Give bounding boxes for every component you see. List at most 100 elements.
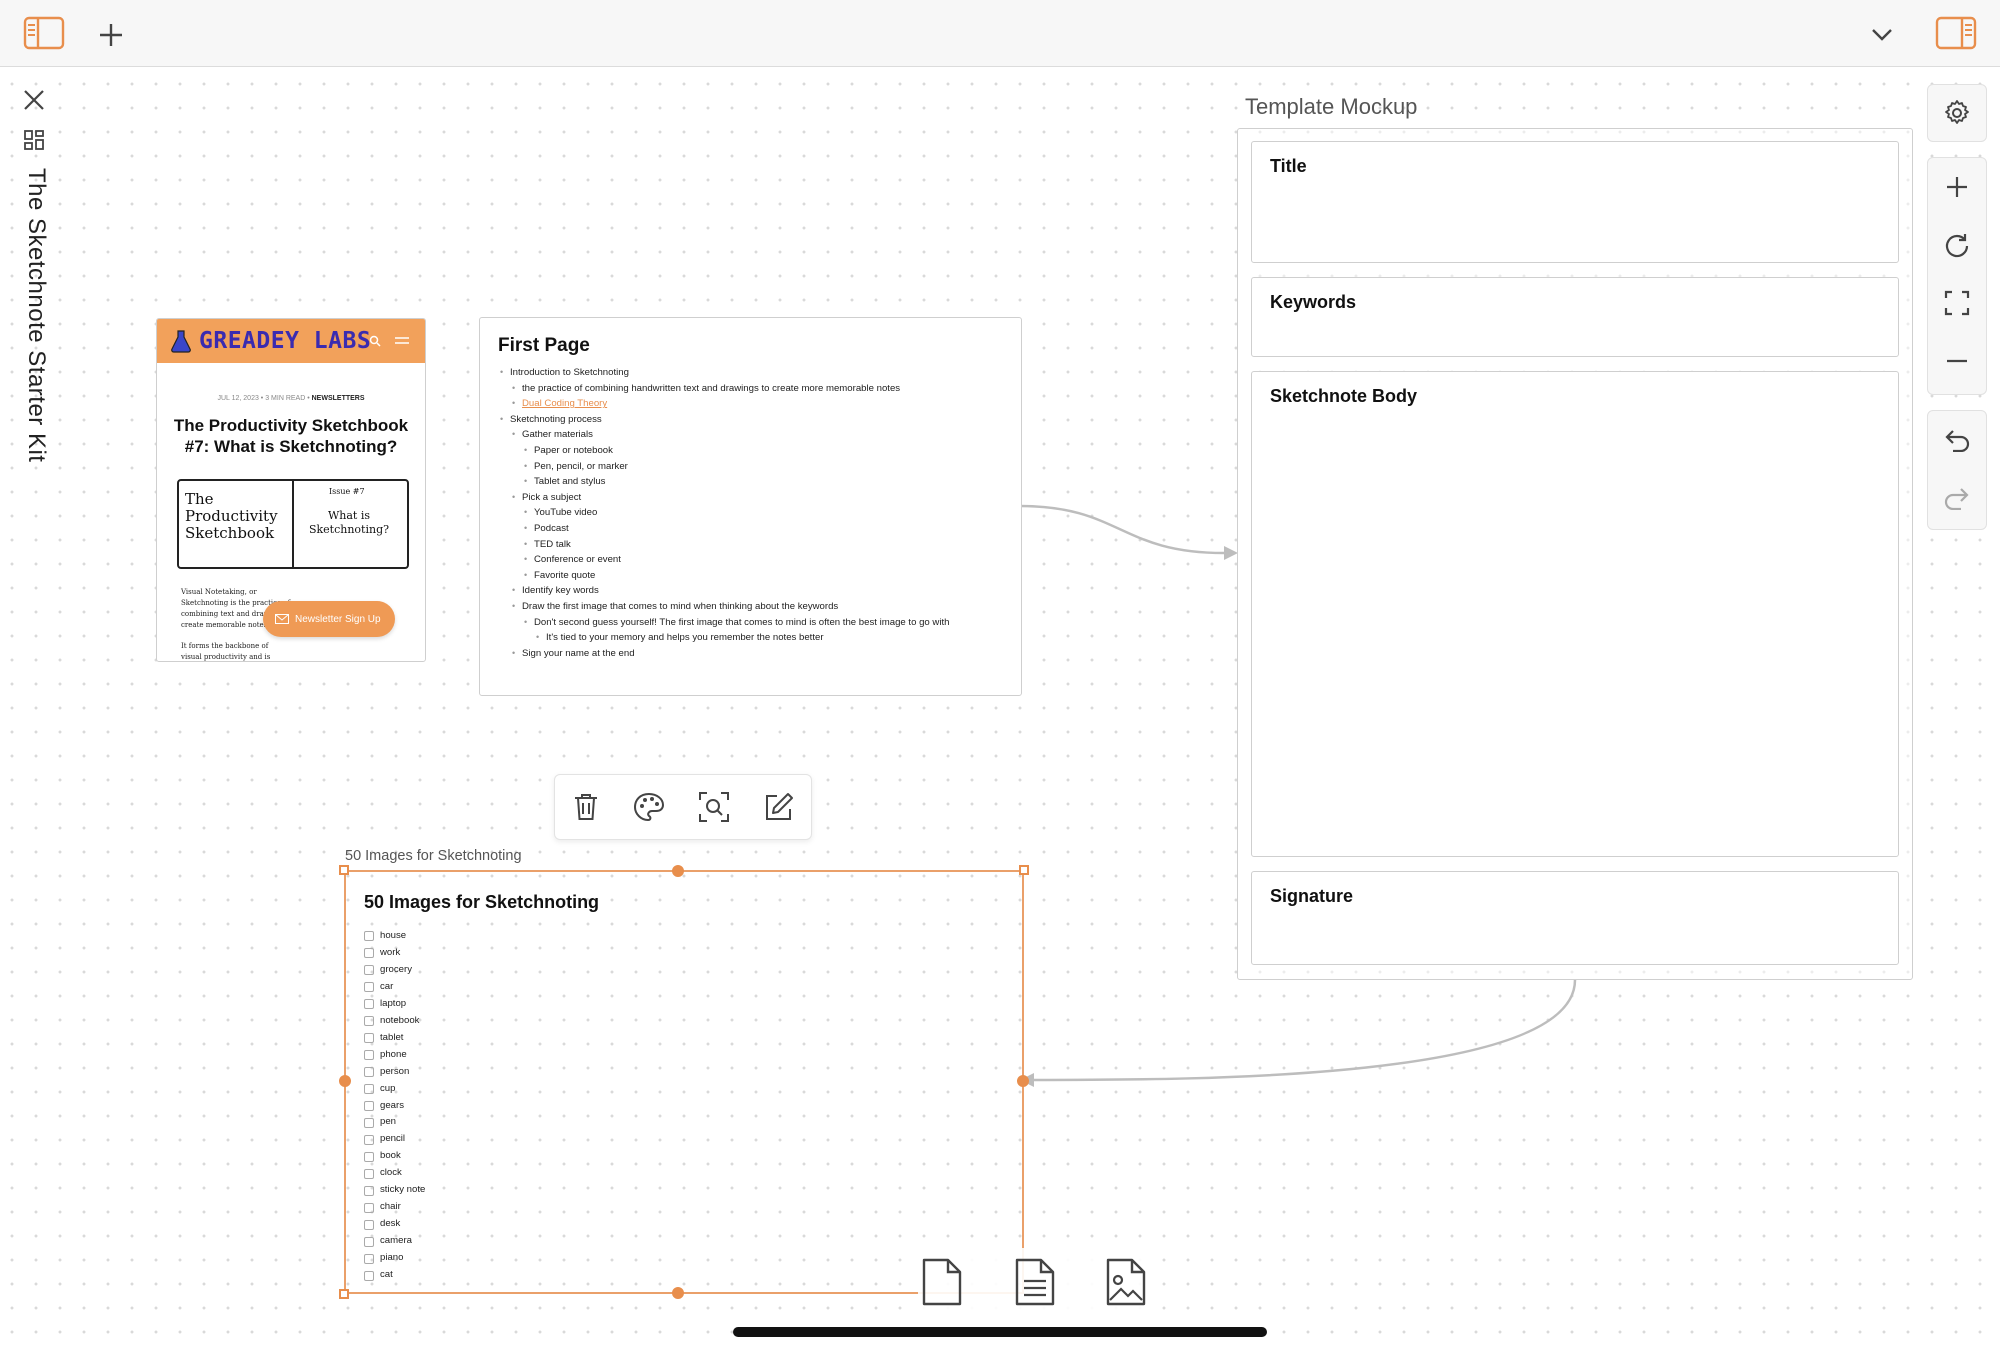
checkbox[interactable] <box>364 1050 374 1061</box>
outline-item: Dual Coding Theory <box>510 396 1021 412</box>
connect-handle-left[interactable] <box>339 1075 351 1087</box>
checkbox[interactable] <box>364 1253 374 1264</box>
checklist-item[interactable]: notebook <box>364 1013 425 1030</box>
zoom-in-button[interactable] <box>1928 158 1986 216</box>
search-icon[interactable] <box>369 335 381 347</box>
template-mockup-group[interactable]: Title Keywords Sketchnote Body Signature <box>1237 128 1913 980</box>
dual-coding-link[interactable]: Dual Coding Theory <box>522 398 608 410</box>
checkbox[interactable] <box>364 965 374 976</box>
zoom-to-selection-button[interactable] <box>698 791 730 823</box>
checkbox[interactable] <box>364 1219 374 1230</box>
zoom-panel <box>1927 157 1987 395</box>
template-body-field[interactable]: Sketchnote Body <box>1251 371 1899 857</box>
undo-button[interactable] <box>1928 411 1986 469</box>
checkbox[interactable] <box>364 1270 374 1281</box>
edge-arrowhead <box>1224 546 1238 560</box>
edit-icon <box>765 793 793 820</box>
resize-handle-top-left[interactable] <box>339 865 349 875</box>
checklist-item[interactable]: phone <box>364 1047 425 1064</box>
outline-item: Tablet and stylus <box>522 474 1021 490</box>
connect-handle-right[interactable] <box>1017 1075 1029 1087</box>
connect-handle-top[interactable] <box>672 865 684 877</box>
newsletter-signup-button[interactable]: Newsletter Sign Up <box>263 601 395 637</box>
outline-item: Identify key words <box>510 583 1021 599</box>
canvas-view-button[interactable] <box>20 126 48 154</box>
add-media-button[interactable] <box>1104 1257 1148 1312</box>
checklist-item[interactable]: book <box>364 1148 425 1165</box>
article-headline: The Productivity Sketchbook #7: What is … <box>173 416 409 456</box>
checkbox[interactable] <box>364 1202 374 1213</box>
checkbox[interactable] <box>364 982 374 993</box>
checklist-item[interactable]: tablet <box>364 1030 425 1047</box>
new-tab-button[interactable] <box>94 18 128 52</box>
sidebar-right-icon <box>1935 16 1977 50</box>
delete-button[interactable] <box>572 792 600 822</box>
connect-handle-bottom[interactable] <box>672 1287 684 1299</box>
checklist-item[interactable]: desk <box>364 1216 425 1233</box>
template-signature-field[interactable]: Signature <box>1251 871 1899 965</box>
template-group-label[interactable]: Template Mockup <box>1245 94 1418 119</box>
first-page-card[interactable]: First Page Introduction to Sketchnoting … <box>479 317 1022 696</box>
newsletter-web-card[interactable]: GREADEY LABS JUL 12, 2023 • 3 MIN READ •… <box>156 318 426 662</box>
checklist-item[interactable]: laptop <box>364 996 425 1013</box>
resize-handle-top-right[interactable] <box>1019 865 1029 875</box>
article-body-2: It forms the backbone of visual producti… <box>181 642 271 661</box>
checkbox[interactable] <box>364 1134 374 1145</box>
menu-icon[interactable] <box>395 335 409 347</box>
checklist-item[interactable]: camera <box>364 1233 425 1250</box>
template-title-field[interactable]: Title <box>1251 141 1899 263</box>
checklist-item[interactable]: work <box>364 945 425 962</box>
tab-dropdown-button[interactable] <box>1866 20 1898 50</box>
checklist-item[interactable]: grocery <box>364 962 425 979</box>
checkbox[interactable] <box>364 1117 374 1128</box>
checklist-item[interactable]: clock <box>364 1165 425 1182</box>
redo-button[interactable] <box>1928 469 1986 527</box>
zoom-out-button[interactable] <box>1928 332 1986 390</box>
selection-toolbar <box>554 774 812 840</box>
checkbox[interactable] <box>364 1151 374 1162</box>
zoom-to-fit-button[interactable] <box>1928 274 1986 332</box>
checkbox[interactable] <box>364 1168 374 1179</box>
checklist-item[interactable]: piano <box>364 1250 425 1267</box>
checkbox[interactable] <box>364 948 374 959</box>
outline-item: Podcast <box>522 521 1021 537</box>
checklist-item[interactable]: pencil <box>364 1131 425 1148</box>
checklist-item[interactable]: gears <box>364 1098 425 1115</box>
checklist-item[interactable]: chair <box>364 1199 425 1216</box>
reset-zoom-button[interactable] <box>1928 216 1986 274</box>
edit-button[interactable] <box>763 791 795 823</box>
checkbox[interactable] <box>364 1236 374 1247</box>
checkbox[interactable] <box>364 1067 374 1078</box>
checklist-item[interactable]: car <box>364 979 425 996</box>
undo-icon <box>1945 430 1970 452</box>
checkbox[interactable] <box>364 931 374 942</box>
canvas-settings-button[interactable] <box>1928 85 1986 141</box>
checklist-item[interactable]: cup <box>364 1081 425 1098</box>
checklist-item[interactable]: cat <box>364 1267 425 1284</box>
toggle-left-sidebar-button[interactable] <box>20 14 68 52</box>
checkbox[interactable] <box>364 1016 374 1027</box>
checklist-item[interactable]: pen <box>364 1114 425 1131</box>
checkbox[interactable] <box>364 1185 374 1196</box>
toggle-right-sidebar-button[interactable] <box>1932 14 1980 52</box>
checklist-item[interactable]: sticky note <box>364 1182 425 1199</box>
images-card-title: 50 Images for Sketchnoting <box>364 892 600 912</box>
images-card-label[interactable]: 50 Images for Sketchnoting <box>345 848 522 864</box>
set-color-button[interactable] <box>633 792 665 822</box>
checkbox[interactable] <box>364 1033 374 1044</box>
add-note-button[interactable] <box>1013 1257 1057 1312</box>
checkbox[interactable] <box>364 999 374 1010</box>
checklist-item[interactable]: person <box>364 1064 425 1081</box>
image-file-icon <box>1106 1258 1146 1305</box>
add-file-button[interactable] <box>918 1257 966 1312</box>
outline-item: Pen, pencil, or marker <box>522 459 1021 475</box>
template-keywords-field[interactable]: Keywords <box>1251 277 1899 357</box>
close-icon <box>24 90 44 110</box>
brand-logo: GREADEY LABS <box>199 328 372 354</box>
checkbox[interactable] <box>364 1084 374 1095</box>
images-card[interactable]: 50 Images for Sketchnoting house work gr… <box>339 865 1029 1299</box>
close-canvas-button[interactable] <box>20 86 48 114</box>
checklist-item[interactable]: house <box>364 928 425 945</box>
checkbox[interactable] <box>364 1101 374 1111</box>
resize-handle-bottom-left[interactable] <box>339 1289 349 1299</box>
